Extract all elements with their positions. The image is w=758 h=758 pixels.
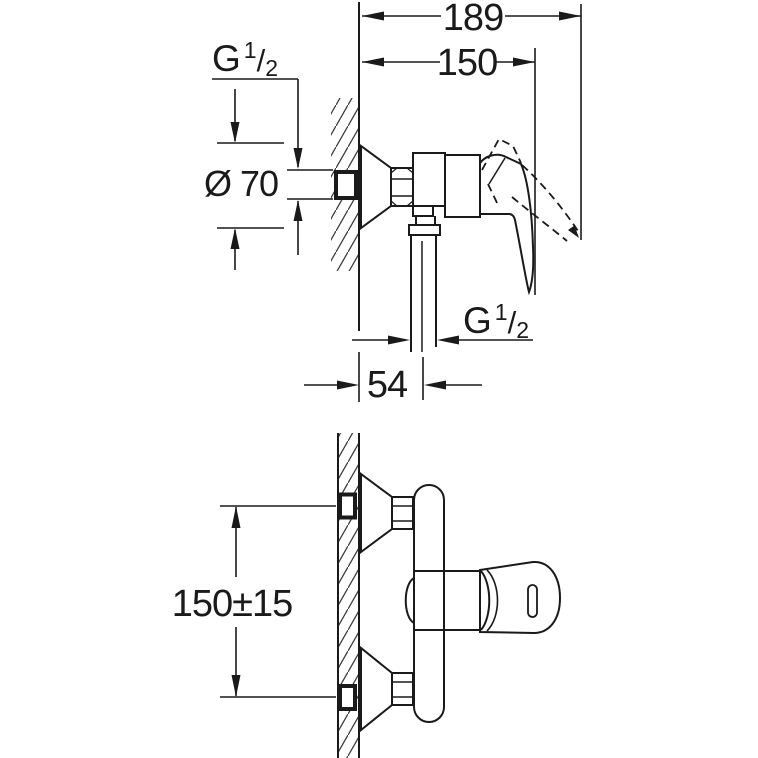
dim-inlet-thread xyxy=(212,78,333,255)
mixer-body-capsule xyxy=(413,484,445,723)
hex-nut-body xyxy=(390,167,414,207)
handle-knob-end-oval xyxy=(527,584,538,618)
thread-letter: G xyxy=(463,300,492,341)
dim-150-label: 150 xyxy=(436,42,498,84)
handle-knob xyxy=(479,560,562,635)
valve-body-right xyxy=(444,154,481,218)
escutcheon-cone-lower xyxy=(360,645,393,733)
hex-nut xyxy=(390,167,414,207)
hex-nut-lower xyxy=(391,672,414,706)
lever-handle-dashed-position xyxy=(481,137,579,242)
valve-body-step xyxy=(412,205,434,217)
outlet-collar xyxy=(408,224,441,236)
thread-letter: G xyxy=(212,38,241,79)
hex-nut-chamfers xyxy=(390,167,414,207)
dim-54 xyxy=(304,352,482,402)
plan-view xyxy=(220,433,562,758)
escutcheon-diameter-label: Ø 70 xyxy=(203,163,279,204)
inlet-union-square-lower xyxy=(338,684,357,711)
handle-knob-arc-inner xyxy=(486,569,499,632)
lever-handle xyxy=(479,153,535,296)
dashed-handle-tail-lower xyxy=(511,196,568,242)
dim-inlet-spacing-label: 150±15 xyxy=(171,583,294,625)
thread-denominator: 2 xyxy=(516,317,529,343)
thread-denominator: 2 xyxy=(265,55,278,81)
dim-54-label: 54 xyxy=(366,364,408,406)
inlet-union-square xyxy=(334,170,358,200)
lever-handle-facet xyxy=(488,157,506,185)
handle-knob-arc-outer xyxy=(480,570,491,631)
dim-189-label: 189 xyxy=(442,0,504,39)
dim-escutcheon-70 xyxy=(217,89,284,270)
dim-outlet-thread xyxy=(352,335,533,345)
dashed-swing-arrowhead xyxy=(568,225,579,238)
shower-outlet xyxy=(408,216,441,352)
dashed-handle-edge xyxy=(487,183,500,208)
hex-nut-body xyxy=(391,496,414,530)
valve-body-left xyxy=(412,152,446,207)
inlet-union-square-upper xyxy=(338,492,357,520)
dim-189 xyxy=(362,4,582,240)
hex-nut-upper xyxy=(391,496,414,530)
thread-slash: / xyxy=(256,43,266,78)
cartridge-dome-bulge xyxy=(404,577,415,624)
escutcheon-cone xyxy=(360,144,392,230)
valve-body xyxy=(412,152,481,218)
hex-nut-body xyxy=(391,672,414,706)
escutcheon-cone-upper xyxy=(360,472,393,554)
dim-150 xyxy=(362,48,536,295)
side-view xyxy=(212,2,582,402)
handle-knob-outline xyxy=(479,560,562,635)
lever-handle-outline xyxy=(479,153,535,296)
dim-inlet-spacing xyxy=(220,505,336,698)
thread-slash: / xyxy=(507,305,517,340)
thread-numerator: 1 xyxy=(494,299,508,325)
thread-numerator: 1 xyxy=(243,37,257,63)
dashed-handle-tail-upper xyxy=(521,164,579,232)
dashed-handle-head xyxy=(481,137,522,171)
